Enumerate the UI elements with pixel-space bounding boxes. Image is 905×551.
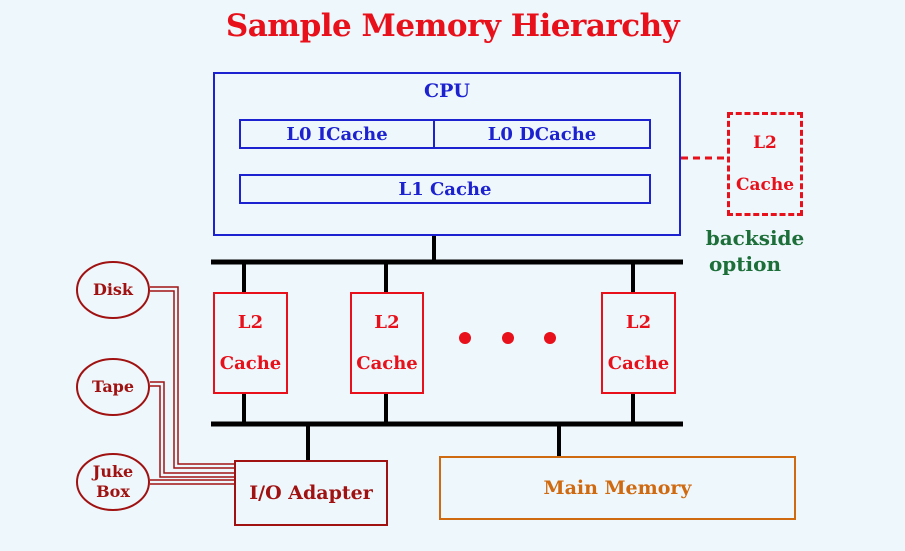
ellipsis-dot-3 (544, 332, 556, 344)
ellipsis-dot-2 (502, 332, 514, 344)
l0-dcache: L0 DCache (433, 119, 651, 149)
tape-label: Tape (91, 377, 135, 396)
l2-cache-3-line1: L2 (625, 312, 652, 333)
io-adapter-label: I/O Adapter (249, 482, 373, 504)
l2-cache-2: L2 Cache (350, 292, 424, 394)
l2-cache-1: L2 Cache (213, 292, 288, 394)
l1-cache: L1 Cache (239, 174, 651, 204)
jukebox-device-shape (76, 453, 150, 511)
disk-cable-b (150, 290, 236, 469)
backside-l2-cache: L2 Cache (727, 112, 803, 216)
l2-cache-3: L2 Cache (601, 292, 676, 394)
l2-cache-3-line2: Cache (607, 353, 670, 374)
disk-cable-a (150, 286, 236, 465)
l2-cache-1-line1: L2 (237, 312, 264, 333)
l0-icache: L0 ICache (239, 119, 435, 149)
io-adapter: I/O Adapter (234, 460, 388, 526)
backside-caption-line2: option (708, 252, 782, 276)
cpu-label: CPU (424, 80, 470, 102)
l0-icache-label: L0 ICache (286, 123, 388, 145)
main-memory-label: Main Memory (543, 477, 692, 499)
l2-cache-2-line2: Cache (356, 353, 418, 374)
l0-dcache-label: L0 DCache (487, 123, 597, 145)
backside-caption-line1: backside (705, 226, 805, 250)
jukebox-label-line2: Box (96, 482, 130, 501)
backside-l2-cache-line1: L2 (753, 133, 777, 153)
ellipsis-dot-1 (459, 332, 471, 344)
tape-device-shape (76, 358, 150, 416)
backside-l2-cache-line2: Cache (735, 175, 795, 195)
l1-cache-label: L1 Cache (398, 178, 492, 200)
cpu-box (213, 72, 681, 236)
tape-cable-a (150, 381, 236, 474)
disk-device-shape (76, 261, 150, 319)
tape-cable-b (150, 385, 236, 478)
main-memory: Main Memory (439, 456, 796, 520)
disk-label: Disk (92, 280, 134, 299)
device-cables (150, 286, 236, 485)
jukebox-label-line1: Juke (92, 462, 134, 481)
l2-cache-2-line1: L2 (374, 312, 400, 333)
diagram-title: Sample Memory Hierarchy (225, 8, 680, 44)
l2-cache-1-line2: Cache (219, 353, 282, 374)
